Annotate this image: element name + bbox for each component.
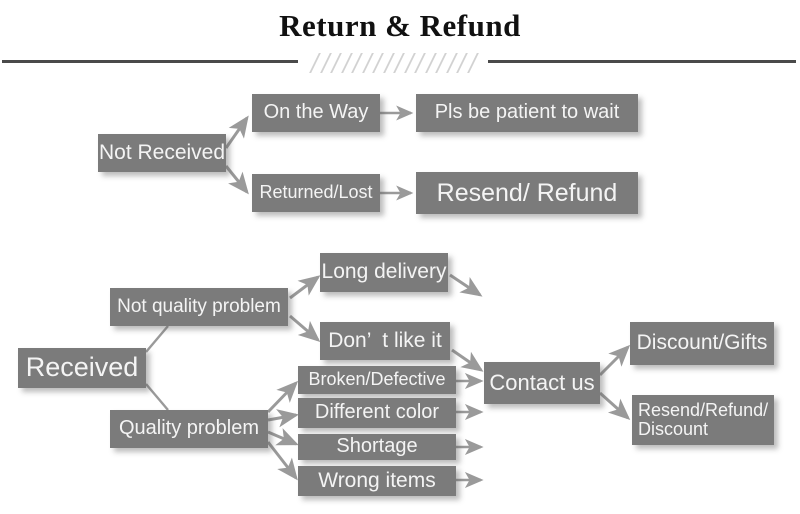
hatch-mark	[309, 53, 321, 73]
hatch-mark	[393, 53, 405, 73]
node-pls-be-patient-to-wait[interactable]: Pls be patient to wait	[416, 94, 638, 132]
node-resend-refund-discount[interactable]: Resend/Refund/ Discount	[632, 395, 774, 445]
diagonal-hatch-divider-icon	[309, 52, 480, 74]
divider-rule-left	[2, 60, 298, 63]
node-contact-us[interactable]: Contact us	[484, 362, 600, 404]
hatch-mark	[330, 53, 342, 73]
hatch-mark	[361, 53, 374, 73]
node-broken-defective[interactable]: Broken/Defective	[298, 366, 456, 394]
hatch-mark	[382, 53, 395, 73]
hatch-mark	[319, 53, 332, 73]
hatch-mark	[414, 53, 426, 73]
node-discount-gifts[interactable]: Discount/Gifts	[630, 322, 774, 365]
hatch-mark	[340, 53, 353, 73]
node-not-quality-problem[interactable]: Not quality problem	[110, 288, 288, 326]
node-different-color[interactable]: Different color	[298, 398, 456, 428]
node-wrong-items[interactable]: Wrong items	[298, 466, 456, 496]
hatch-mark	[403, 53, 416, 73]
hatch-mark	[372, 53, 384, 73]
node-shortage[interactable]: Shortage	[298, 434, 456, 460]
node-received[interactable]: Received	[18, 348, 146, 388]
node-dont-like-it[interactable]: Don’ t like it	[320, 322, 450, 360]
hatch-mark	[435, 53, 447, 73]
hatch-mark	[351, 53, 363, 73]
title-divider	[0, 52, 800, 74]
hatch-mark	[466, 53, 479, 73]
node-not-received[interactable]: Not Received	[98, 134, 226, 172]
page-title: Return & Refund	[279, 8, 521, 43]
node-quality-problem[interactable]: Quality problem	[110, 410, 268, 448]
node-on-the-way[interactable]: On the Way	[252, 94, 380, 132]
hatch-mark	[456, 53, 468, 73]
node-resend-refund[interactable]: Resend/ Refund	[416, 172, 638, 214]
hatch-mark	[445, 53, 458, 73]
node-returned-lost[interactable]: Returned/Lost	[252, 174, 380, 212]
hatch-mark	[424, 53, 437, 73]
node-long-delivery[interactable]: Long delivery	[320, 253, 448, 292]
divider-rule-right	[488, 60, 796, 63]
